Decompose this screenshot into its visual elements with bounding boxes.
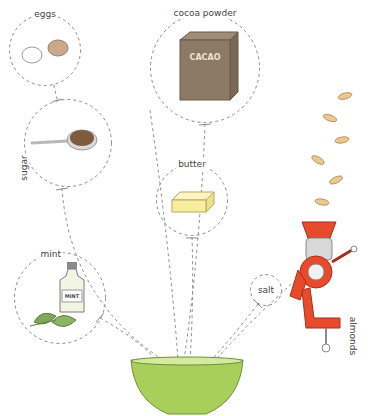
mixing-bowl xyxy=(131,360,243,414)
almonds-falling xyxy=(310,91,352,206)
ingredient-circle: eggs xyxy=(9,14,81,86)
spoon-bowl xyxy=(67,130,97,150)
mint-bottle xyxy=(60,269,84,312)
bottle-label xyxy=(62,290,82,302)
ingredient-circle: butter xyxy=(156,164,228,236)
mint-stem xyxy=(30,320,56,326)
butter-block xyxy=(172,200,206,212)
ingredient-name: eggs xyxy=(32,9,58,20)
ingredient-name: cocoa powder xyxy=(172,8,239,19)
ingredient-name: butter xyxy=(176,159,208,170)
part-label: almonds xyxy=(348,317,357,355)
box-side xyxy=(230,32,238,100)
connector-tick xyxy=(53,99,63,101)
connector xyxy=(53,85,63,102)
box-top xyxy=(180,32,238,40)
mint-leaf xyxy=(52,315,76,326)
dashed-circle xyxy=(157,165,228,236)
egg-white xyxy=(22,47,42,63)
dashed-circle xyxy=(25,100,112,187)
bowl-rim xyxy=(131,357,243,365)
package-text: MINT xyxy=(65,294,79,299)
egg-brown xyxy=(48,40,68,56)
dashed-connector xyxy=(54,85,58,100)
circle-outline xyxy=(14,252,106,344)
butter-side xyxy=(206,192,214,212)
spoon-handle xyxy=(32,141,68,143)
ingredient-name: mint xyxy=(39,248,64,259)
circle-outline xyxy=(156,164,228,236)
nut-grinder xyxy=(290,222,357,352)
ingredient-name: sugar xyxy=(19,153,30,182)
package-text: CACAO xyxy=(190,54,221,62)
ingredient-circle: sugar xyxy=(24,99,112,187)
cocoa-box xyxy=(180,40,230,100)
ingredient-name: salt xyxy=(256,285,276,296)
sugar-heap xyxy=(70,130,94,146)
ingredient-circle: salt xyxy=(250,274,282,306)
circle-outline xyxy=(24,99,112,187)
dashed-circle xyxy=(10,15,81,86)
leader-ticks xyxy=(56,124,262,322)
leader-lines xyxy=(62,110,305,366)
circle-outline xyxy=(9,14,81,86)
bottle-cap xyxy=(67,262,77,269)
ingredient-circle: mint xyxy=(14,252,106,344)
dashed-circle xyxy=(15,253,106,344)
circle-outline xyxy=(150,13,260,123)
dashed-circle xyxy=(151,14,260,123)
ingredient-circle: cocoa powder xyxy=(150,13,260,123)
dashed-circle xyxy=(251,275,282,306)
